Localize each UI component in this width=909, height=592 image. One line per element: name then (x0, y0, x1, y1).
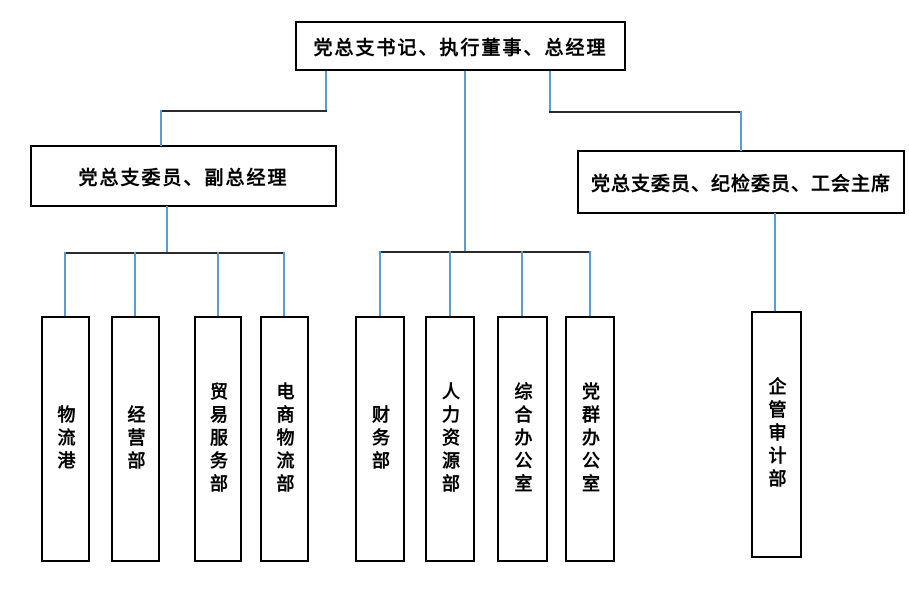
dept-label: 党群办公室 (580, 381, 600, 497)
connector-root-right-horizontal (549, 111, 742, 113)
connector-right-branch-stem (774, 213, 776, 311)
connector-center-group-horizontal (379, 251, 591, 253)
org-box-dept-jingyingbu: 经营部 (111, 316, 160, 562)
connector-root-left-horizontal (160, 110, 327, 112)
connector-center-dept3-drop (521, 251, 523, 316)
org-box-dept-dangqunbangongshi: 党群办公室 (565, 316, 615, 562)
dept-label: 人力资源部 (440, 381, 460, 497)
org-box-dept-dianshangwuliubu: 电商物流部 (260, 316, 309, 562)
org-box-branch-left: 党总支委员、副总经理 (30, 145, 337, 207)
dept-label: 电商物流部 (274, 381, 295, 497)
connector-root-left-drop2 (160, 110, 162, 146)
connector-center-dept1-drop (379, 251, 381, 316)
connector-center-dept4-drop (589, 251, 591, 316)
connector-left-dept4-drop (283, 252, 285, 316)
connector-left-dept1-drop (64, 252, 66, 316)
connector-left-dept3-drop (217, 252, 219, 316)
connector-root-right-drop1 (549, 71, 551, 112)
dept-label: 贸易服务部 (208, 381, 228, 497)
org-box-branch-left-label: 党总支委员、副总经理 (78, 167, 289, 189)
org-box-branch-right-label: 党总支委员、纪检委员、工会主席 (590, 173, 891, 195)
connector-left-group-horizontal (64, 252, 285, 254)
dept-label: 物流港 (55, 404, 76, 474)
connector-left-branch-stem (166, 206, 168, 254)
dept-label: 经营部 (125, 404, 146, 474)
org-box-dept-qiguanshenjibu: 企管审计部 (751, 311, 802, 558)
dept-label: 企管审计部 (766, 377, 787, 492)
org-box-branch-right: 党总支委员、纪检委员、工会主席 (577, 150, 905, 214)
dept-label: 综合办公室 (512, 381, 533, 497)
org-box-dept-wuliugang: 物流港 (41, 316, 90, 562)
org-box-dept-zonghebangongshi: 综合办公室 (497, 316, 548, 562)
connector-center-dept2-drop (449, 251, 451, 316)
org-box-dept-caiwubu: 财务部 (355, 316, 405, 562)
org-box-dept-renliziyuanbu: 人力资源部 (425, 316, 475, 562)
org-box-root-label: 党总支书记、执行董事、总经理 (313, 37, 608, 59)
org-box-root: 党总支书记、执行董事、总经理 (295, 21, 626, 71)
connector-root-left-drop1 (325, 71, 327, 112)
connector-left-dept2-drop (134, 252, 136, 316)
connector-root-center-stem (464, 71, 466, 253)
connector-root-right-drop2 (740, 111, 742, 151)
dept-label: 财务部 (370, 404, 390, 474)
org-box-dept-maoyifuwubu: 贸易服务部 (194, 316, 242, 562)
